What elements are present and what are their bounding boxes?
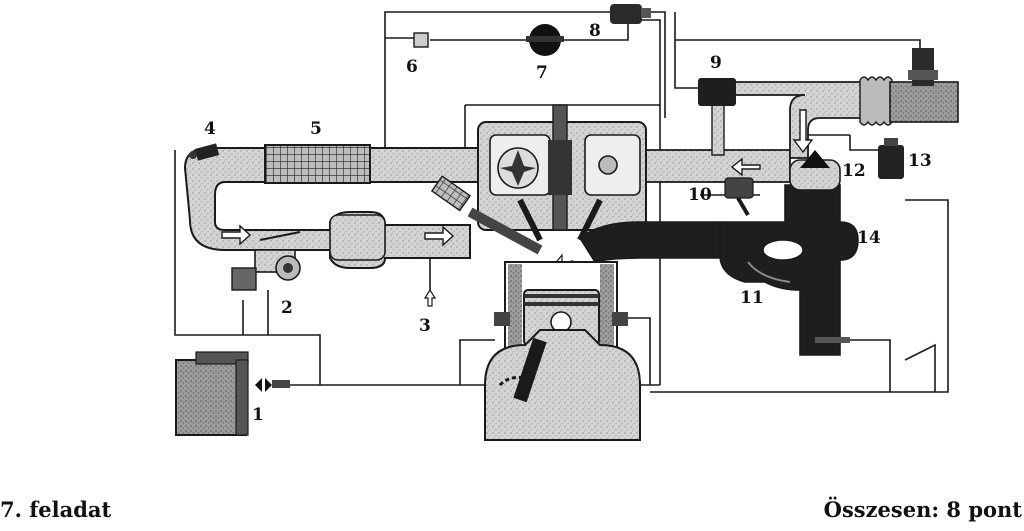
label-6: 6: [406, 57, 418, 77]
component-8: [610, 4, 651, 24]
label-10: 10: [688, 185, 712, 205]
sensor-6: [413, 32, 429, 48]
label-12: 12: [842, 161, 866, 181]
label-2: 2: [281, 298, 293, 318]
label-5: 5: [310, 119, 322, 139]
label-7: 7: [536, 63, 548, 83]
label-4: 4: [204, 119, 216, 139]
task-title: 7. feladat: [0, 497, 112, 522]
engine-block: [430, 104, 647, 441]
arrow-3: [423, 288, 437, 307]
label-8: 8: [589, 21, 601, 41]
label-11: 11: [740, 288, 764, 308]
label-13: 13: [908, 151, 932, 171]
component-10: [724, 177, 754, 217]
component-13: [878, 138, 904, 179]
part-labels: 1 2 3 4 5 6 7 8 9 10 11 12 13 14: [204, 21, 932, 425]
label-14: 14: [857, 228, 881, 248]
total-points: Összesen: 8 pont: [823, 497, 1022, 522]
intercooler-grid: [264, 144, 371, 184]
label-3: 3: [419, 316, 431, 336]
component-9: [698, 78, 736, 106]
air-intake-pipe: [711, 48, 959, 159]
component-7: [526, 24, 564, 56]
exhaust-system: [578, 150, 859, 356]
label-1: 1: [252, 405, 264, 425]
label-9: 9: [710, 53, 722, 73]
sensor-4: [189, 143, 220, 161]
throttle-actuator-2: [231, 231, 301, 291]
ecu-1: [175, 351, 290, 436]
